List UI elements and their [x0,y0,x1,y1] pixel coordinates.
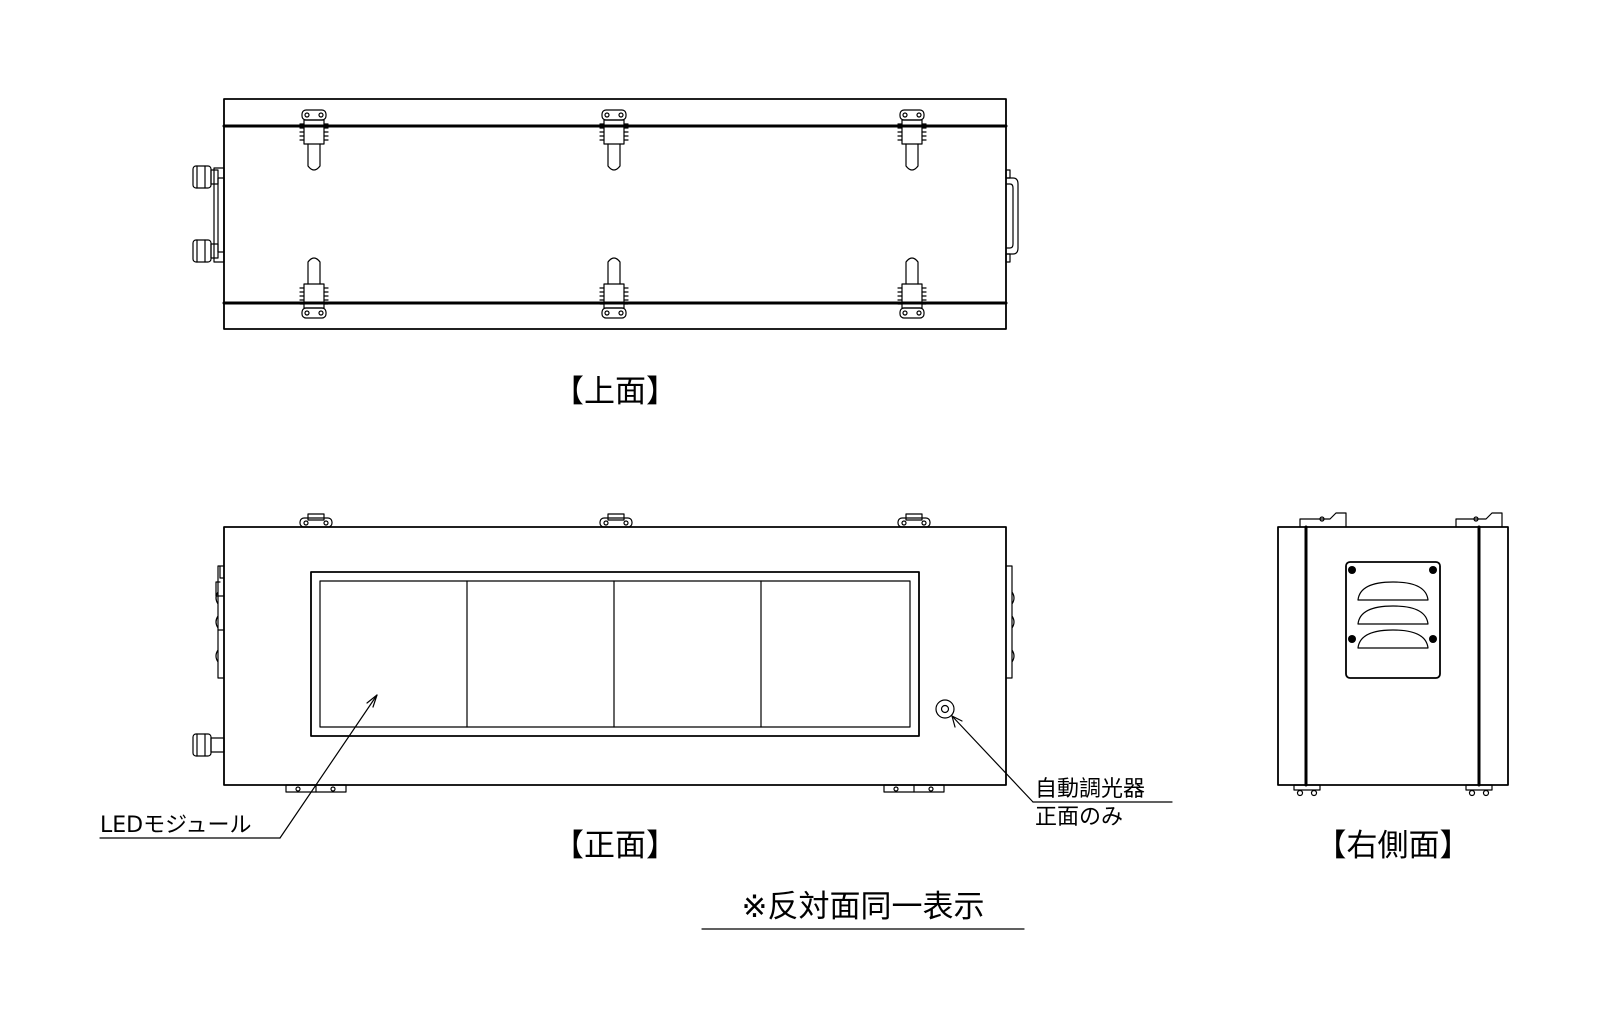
top-left-connectors [192,165,225,263]
latch-icon [599,257,629,319]
light-sensor-icon [935,699,955,719]
screw-icon [1429,635,1437,643]
screw-icon [1348,566,1356,574]
notice-text: ※反対面同一表示 [742,889,985,925]
front-view-outline [223,526,1007,786]
led-module-leader [99,694,378,839]
front-left-connector [192,733,225,757]
top-view-title: 【上面】 [553,374,677,410]
side-view: 【右側面】 [1277,512,1509,864]
side-view-title: 【右側面】 [1316,828,1471,864]
display-frame [310,571,920,737]
front-view-title: 【正面】 [553,828,677,864]
latch-icon [897,109,927,171]
latches-lower [299,257,927,319]
screw-icon [1348,635,1356,643]
sensor-label-line1: 自動調光器 [1035,777,1145,802]
top-view-outline [223,98,1007,330]
front-view: LEDモジュール 自動調光器 正面のみ 【正面】 [99,513,1173,864]
front-top-latches [299,513,931,528]
side-top-latches [1299,512,1503,528]
side-view-outline [1277,526,1509,786]
side-bottom-feet [1293,784,1493,797]
latch-icon [299,257,329,319]
latches-upper [299,109,927,171]
latch-icon [299,109,329,171]
front-side-clips [215,565,1015,679]
front-bottom-feet [285,784,945,793]
top-view: 【上面】 [192,98,1019,410]
top-right-handle [1005,169,1019,263]
sensor-leader [951,715,1173,803]
vent-panel [1345,561,1441,679]
latch-icon [897,257,927,319]
screw-icon [1429,566,1437,574]
vent-louvers [1357,581,1429,649]
led-module-area [319,580,911,728]
latch-icon [599,109,629,171]
led-module-label: LEDモジュール [100,813,252,838]
sensor-label-line2: 正面のみ [1035,805,1123,830]
